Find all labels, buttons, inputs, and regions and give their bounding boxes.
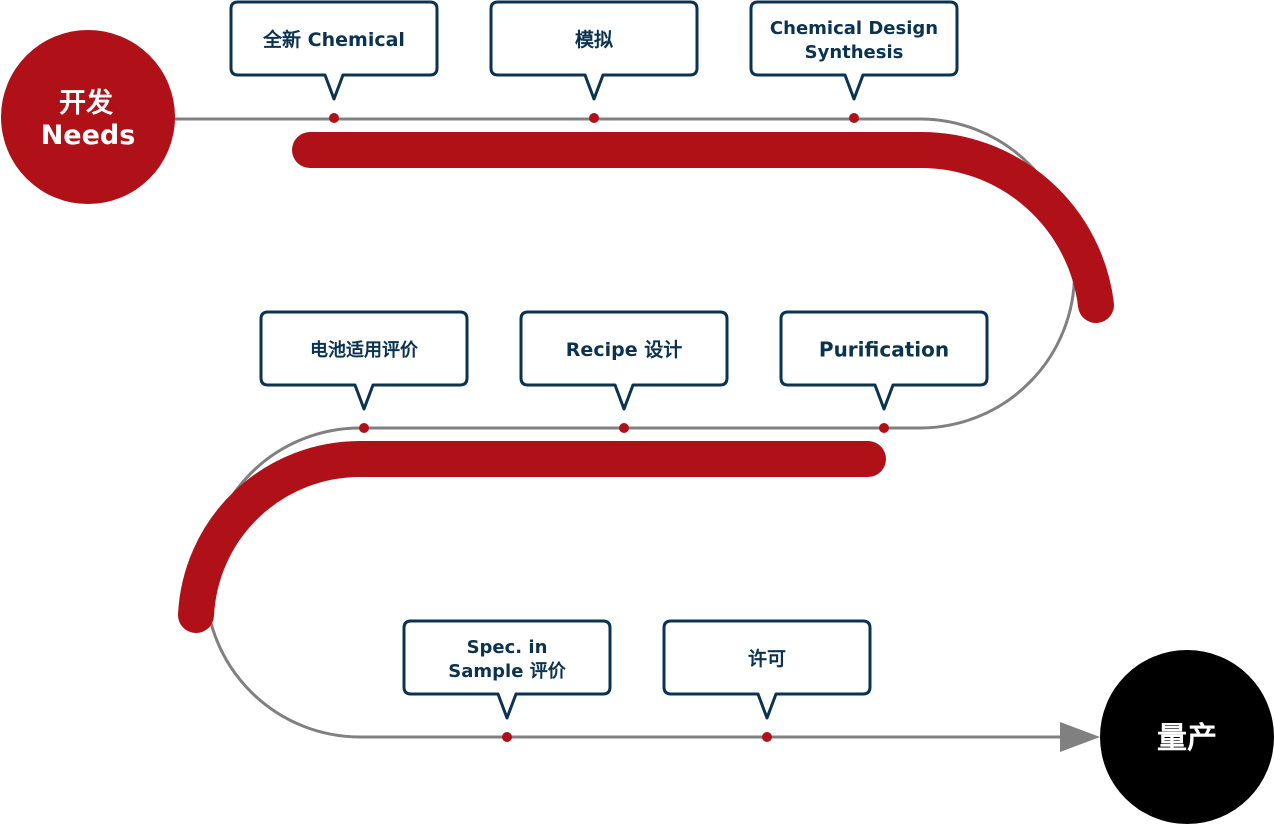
callout-label: Recipe 设计 (566, 339, 682, 361)
callout-box (489, 0, 699, 101)
step-marker-dot (762, 732, 772, 742)
callout-label: Purification (819, 338, 949, 362)
step-marker-dot (879, 423, 889, 433)
callout-label: 全新 Chemical (262, 28, 405, 51)
callout-box (519, 310, 729, 411)
step-marker-dot (849, 113, 859, 123)
progress-band-lower (178, 440, 886, 633)
start-node-label-cn: 开发 (59, 87, 113, 119)
step-marker-dot (329, 113, 339, 123)
callout-box (662, 619, 872, 720)
progress-band-upper (292, 131, 1114, 323)
end-node: 量产 (1100, 650, 1274, 824)
step-callout: 电池适用评价 (259, 310, 469, 433)
callout-label: Spec. in (467, 637, 548, 658)
step-marker-dot (359, 423, 369, 433)
flow-arrow-head (1060, 722, 1100, 752)
step-callout: Recipe 设计 (519, 310, 729, 433)
step-marker-dot (619, 423, 629, 433)
callout-box (749, 0, 959, 101)
step-callout: Purification (779, 310, 989, 433)
callout-label: 电池适用评价 (310, 339, 419, 361)
callout-box (402, 619, 612, 720)
step-marker-dot (589, 113, 599, 123)
callout-label: 许可 (748, 647, 786, 670)
callout-label: Chemical Design (770, 18, 938, 39)
step-callout: 全新 Chemical (229, 0, 439, 123)
callout-label: Synthesis (805, 42, 904, 63)
start-node: 开发 Needs (1, 30, 175, 204)
callout-box (229, 0, 439, 101)
start-node-circle (1, 30, 175, 204)
callout-box (779, 310, 989, 411)
end-node-label: 量产 (1157, 721, 1217, 756)
step-callout: 许可 (662, 619, 872, 742)
step-marker-dot (502, 732, 512, 742)
callout-label: Sample 评价 (448, 661, 566, 682)
step-callout: Spec. in Sample 评价 (402, 619, 612, 742)
start-node-label-en: Needs (41, 120, 136, 151)
step-callout: 模拟 (489, 0, 699, 123)
callout-box (259, 310, 469, 411)
end-node-circle (1100, 650, 1274, 824)
callout-label: 模拟 (575, 28, 613, 51)
